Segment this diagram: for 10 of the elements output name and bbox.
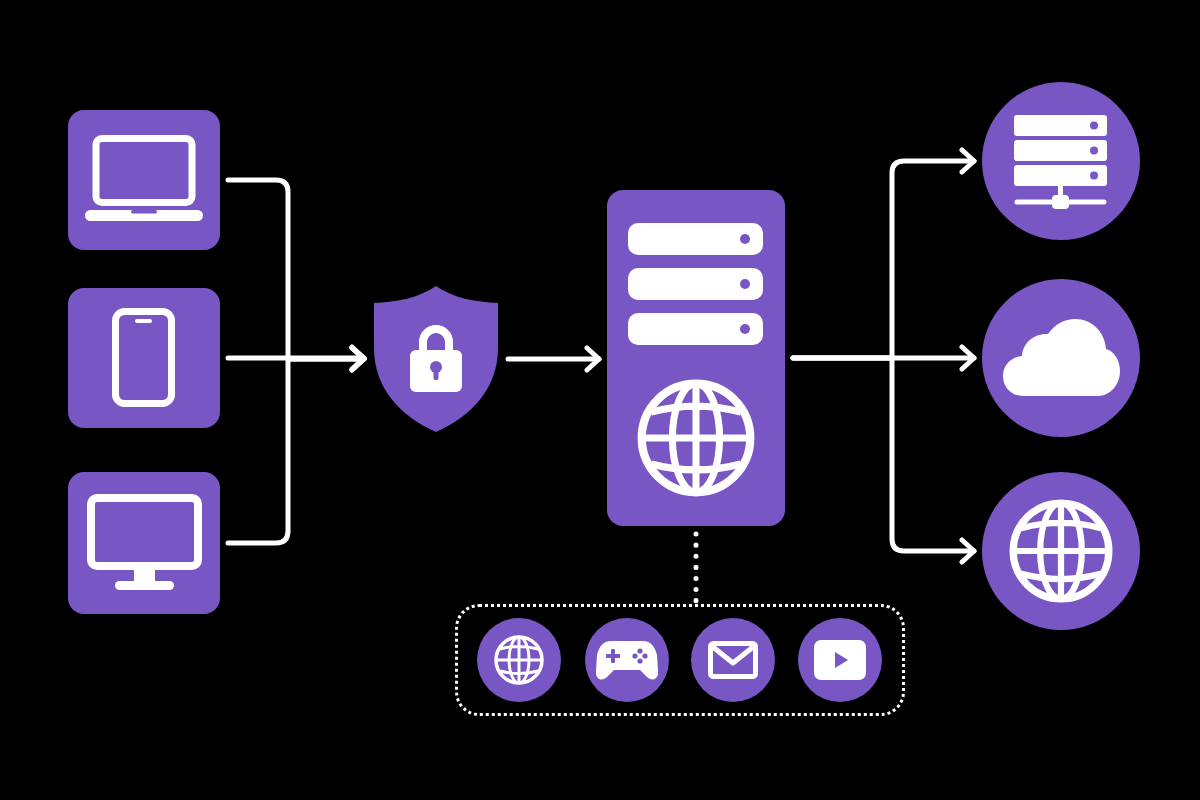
arrow (790, 355, 977, 565)
arrow (225, 345, 367, 546)
dotted-group-frame (455, 604, 905, 716)
security-shield (372, 284, 500, 434)
arrow (505, 345, 602, 373)
server-tower (607, 190, 785, 526)
device-tile (68, 110, 220, 250)
device-tile (68, 472, 220, 614)
arrow (225, 344, 367, 372)
device-tile (68, 288, 220, 428)
